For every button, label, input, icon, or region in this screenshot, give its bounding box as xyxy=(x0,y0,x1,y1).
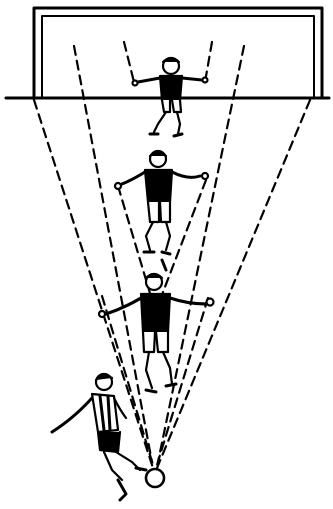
shooter-figure xyxy=(52,374,146,500)
ball-icon xyxy=(146,469,164,487)
